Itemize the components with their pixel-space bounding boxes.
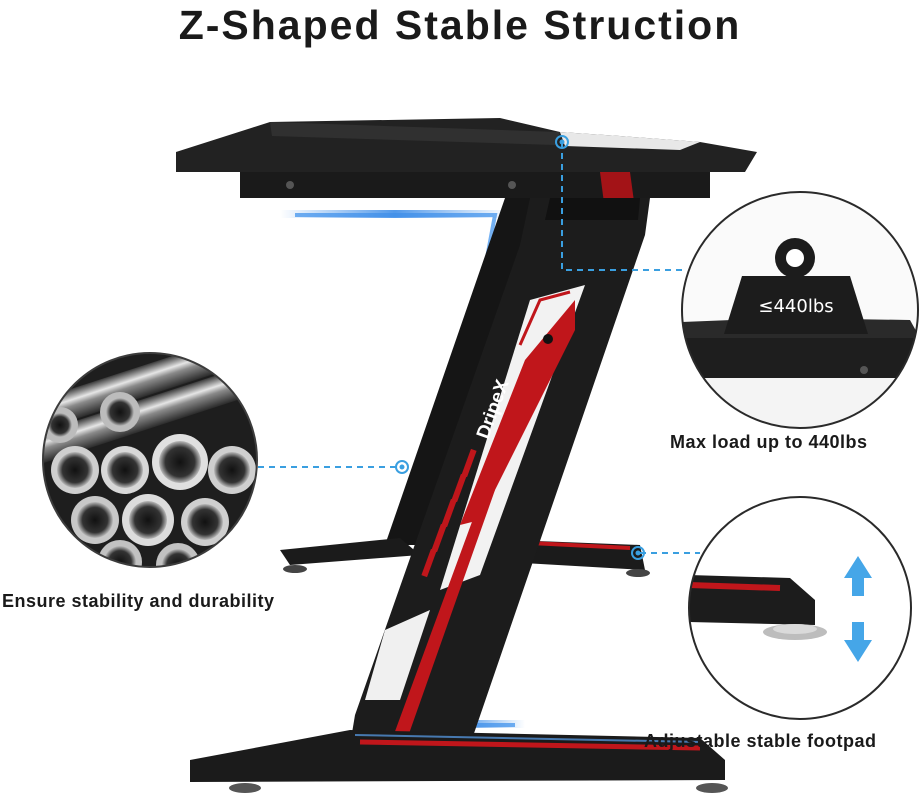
weight-load-closeup: ≤440lbs [681,191,919,429]
desk-top [176,118,757,268]
page-title: Z-Shaped Stable Struction [178,2,742,48]
max-load-caption: Max load up to 440lbs [670,432,868,452]
red-stripe-pattern [421,448,477,578]
callout-dots [395,135,645,560]
footpad-closeup [688,496,912,720]
adjust-arrows-icon [844,556,872,662]
weight-label: ≤440lbs [758,296,833,317]
front-foot [190,730,728,793]
weight-icon: ≤440lbs [724,238,868,334]
stability-caption: Ensure stability and durability [2,591,275,611]
callout-lines [258,142,700,554]
footpad-caption: Adjustable stable footpad [644,731,877,751]
front-z-leg: DripeX [350,198,650,745]
steel-pipes-closeup [42,352,258,568]
